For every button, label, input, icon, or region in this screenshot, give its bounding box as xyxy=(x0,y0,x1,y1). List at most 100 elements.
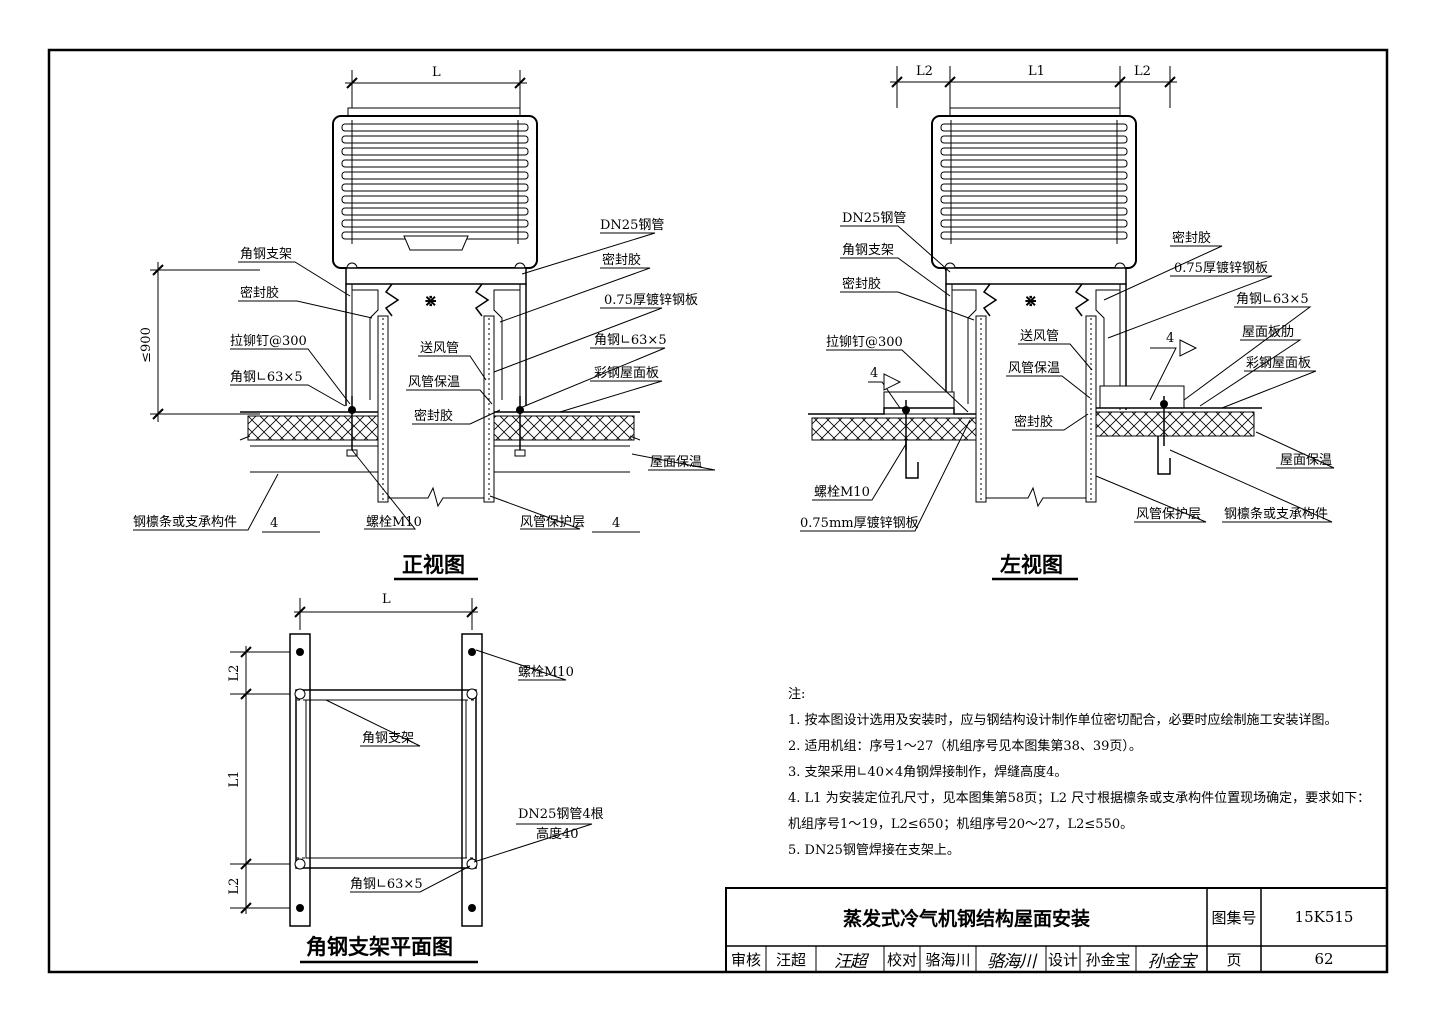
note-item: 5. DN25钢管焊接在支架上。 xyxy=(788,843,960,858)
front-dim-L: L xyxy=(432,65,441,80)
plan-view: L L2 L1 L2 螺栓M1 xyxy=(227,592,604,964)
side-label-rivet: 拉铆钉@300 xyxy=(826,335,903,350)
notes-block: 注: 1. 按本图设计选用及安装时，应与钢结构设计制作单位密切配合，必要时应绘制… xyxy=(788,682,1388,864)
reviewer-name: 汪超 xyxy=(775,950,806,969)
plan-dim-L2b: L2 xyxy=(227,878,242,895)
note-item: 2. 适用机组：序号1～27（机组序号见本图集第38、39页）。 xyxy=(788,739,1142,754)
louver-slat xyxy=(940,159,1128,168)
front-label-sealant-3: 密封胶 xyxy=(414,408,453,424)
side-label-galv-sheet: 0.75厚镀锌钢板 xyxy=(1174,260,1268,276)
front-label-purlin: 钢檩条或支承构件 xyxy=(133,514,237,530)
louver-slat xyxy=(341,195,529,204)
front-label-sealant-1: 密封胶 xyxy=(240,285,279,301)
plan-label-bolt: 螺栓M10 xyxy=(518,665,574,680)
sheet-border xyxy=(47,48,1389,974)
side-label-roof-insulation: 屋面保温 xyxy=(1280,453,1332,468)
side-label-dn25: DN25钢管 xyxy=(842,211,906,226)
side-label-bolt: 螺栓M10 xyxy=(814,485,870,500)
side-label-color-roof: 彩钢屋面板 xyxy=(1246,356,1311,371)
front-weld-size-right: 4 xyxy=(612,516,620,531)
plan-angle-frame xyxy=(295,689,477,869)
front-view-title: 正视图 xyxy=(402,552,465,577)
svg-text:⋇: ⋇ xyxy=(424,291,437,310)
side-dim-L2a: L2 xyxy=(916,64,933,79)
note-item: 机组序号1～19，L2≤650；机组序号20～27，L2≤550。 xyxy=(788,817,1134,832)
plan-leg-right xyxy=(461,633,483,927)
side-label-supply-duct: 送风管 xyxy=(1020,329,1059,344)
louver-slat xyxy=(940,183,1128,192)
front-label-duct-insulation: 风管保温 xyxy=(408,375,460,390)
side-weld-size-left: 4 xyxy=(870,366,878,381)
louver-slat xyxy=(940,231,1128,240)
notes-heading: 注: xyxy=(788,687,806,702)
louver-slat xyxy=(341,207,529,216)
side-label-galv-sheet-mm: 0.75mm厚镀锌钢板 xyxy=(800,515,919,531)
cooler-louvers xyxy=(341,120,529,244)
front-label-angle-steel-r: 角钢∟63×5 xyxy=(594,333,667,348)
plan-leg-left xyxy=(289,633,311,927)
front-roof-panel-right xyxy=(493,415,635,441)
front-label-rivet: 拉铆钉@300 xyxy=(230,334,307,349)
louver-slat xyxy=(341,159,529,168)
note-item: 1. 按本图设计选用及安装时，应与钢结构设计制作单位密切配合，必要时应绘制施工安… xyxy=(788,713,1338,728)
front-label-color-roof: 彩钢屋面板 xyxy=(594,366,659,381)
side-label-duct-insulation: 风管保温 xyxy=(1008,361,1060,376)
side-roof-panel-left xyxy=(811,417,977,441)
side-dim-L2b: L2 xyxy=(1134,64,1151,79)
front-label-dn25: DN25钢管 xyxy=(600,218,664,233)
front-roof-panel-left xyxy=(247,415,379,441)
plan-label-angle-bracket: 角钢支架 xyxy=(362,731,414,746)
check-label: 校对 xyxy=(886,950,917,969)
louver-slat xyxy=(341,123,529,132)
reviewer-signature: 汪超 xyxy=(834,951,867,972)
side-view-title: 左视图 xyxy=(1000,552,1063,577)
side-label-sealant-2: 密封胶 xyxy=(1172,230,1211,246)
front-label-duct-protect: 风管保护层 xyxy=(520,515,585,530)
drawing-title: 蒸发式冷气机钢结构屋面安装 xyxy=(842,907,1090,930)
title-block-grid xyxy=(725,887,1388,973)
designer-name: 孙金宝 xyxy=(1085,950,1131,969)
louver-slat xyxy=(940,171,1128,180)
plan-dim-L1: L1 xyxy=(227,771,242,788)
louver-slat xyxy=(940,135,1128,144)
side-view: L2 L1 L2 ⋇ xyxy=(800,64,1335,581)
plan-view-title: 角钢支架平面图 xyxy=(306,934,453,959)
louver-slat xyxy=(341,183,529,192)
louver-slat xyxy=(940,219,1128,228)
front-label-galv-sheet: 0.75厚镀锌钢板 xyxy=(604,292,698,308)
side-cooler-louvers xyxy=(940,120,1128,244)
side-label-angle-steel: 角钢∟63×5 xyxy=(1236,292,1309,307)
louver-slat xyxy=(341,135,529,144)
atlas-number: 15K515 xyxy=(1294,908,1354,926)
side-label-sealant-3: 密封胶 xyxy=(1014,414,1053,430)
plan-label-dn25-pipes: DN25钢管4根 xyxy=(518,807,604,822)
front-dim-height: ≤900 xyxy=(139,327,154,363)
side-label-purlin: 钢檩条或支承构件 xyxy=(1224,506,1328,522)
plan-label-angle-steel: 角钢∟63×5 xyxy=(350,877,423,892)
atlas-label: 图集号 xyxy=(1211,908,1257,927)
front-label-roof-insulation: 屋面保温 xyxy=(650,455,702,470)
checker-name: 骆海川 xyxy=(925,950,971,969)
front-label-supply-duct: 送风管 xyxy=(420,341,459,356)
louver-slat xyxy=(940,195,1128,204)
design-label: 设计 xyxy=(1047,950,1078,969)
louver-slat xyxy=(940,207,1128,216)
page-number: 62 xyxy=(1314,950,1334,968)
page-label: 页 xyxy=(1226,950,1242,969)
plan-label-dn25-height: 高度40 xyxy=(536,826,579,842)
front-label-angle-steel: 角钢∟63×5 xyxy=(230,370,303,385)
side-label-angle-bracket: 角钢支架 xyxy=(842,243,894,258)
note-item: 4. L1 为安装定位孔尺寸，见本图集第58页；L2 尺寸根据檩条或支承构件位置… xyxy=(788,791,1371,806)
svg-text:⋇: ⋇ xyxy=(1024,291,1037,310)
side-dim-L1: L1 xyxy=(1028,64,1045,79)
designer-signature: 孙金宝 xyxy=(1147,951,1197,972)
louver-slat xyxy=(940,147,1128,156)
louver-slat xyxy=(341,219,529,228)
review-label: 审核 xyxy=(730,950,761,969)
front-label-angle-bracket: 角钢支架 xyxy=(240,247,292,262)
front-label-bolt: 螺栓M10 xyxy=(366,515,422,530)
side-label-sealant-1: 密封胶 xyxy=(842,276,881,292)
plan-dim-L2a: L2 xyxy=(227,665,242,682)
louver-slat xyxy=(341,171,529,180)
